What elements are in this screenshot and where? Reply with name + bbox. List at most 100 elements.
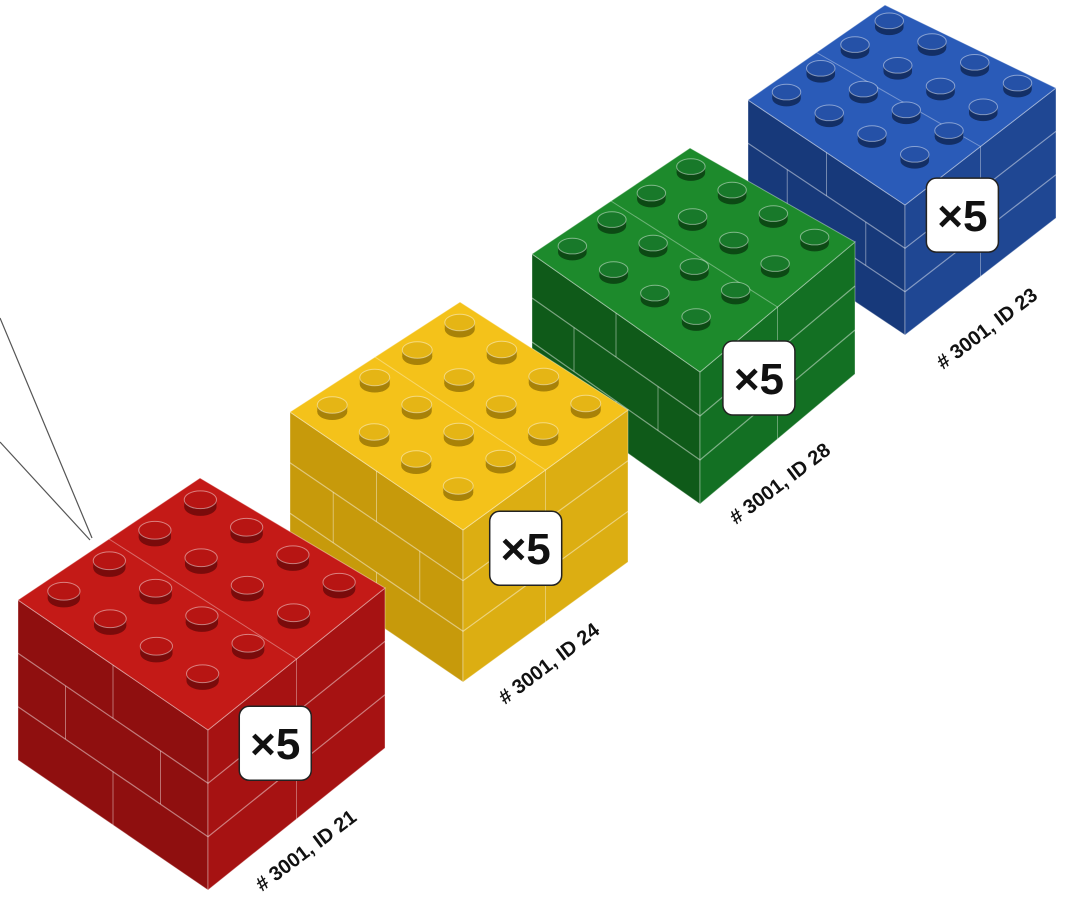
stud-top [528, 423, 558, 439]
brick-stud [960, 54, 989, 76]
brick-stud [841, 37, 870, 59]
stud-top [402, 342, 432, 358]
callout-pointer-lines [0, 318, 92, 540]
stud-top [486, 396, 516, 412]
stud-top [806, 60, 835, 76]
quantity-label-yellow: ×5 [501, 525, 551, 574]
stud-top [486, 450, 516, 466]
brick-stud [900, 146, 929, 168]
stud-top [599, 262, 627, 278]
brick-stud [402, 396, 432, 419]
stud-top [186, 665, 218, 683]
brick-stud [720, 232, 748, 254]
brick-stud [858, 126, 887, 148]
brick-stud [93, 552, 125, 577]
brick-stud [528, 423, 558, 446]
brick-stud [682, 309, 710, 331]
stud-top [231, 576, 263, 594]
brick-stud [926, 78, 955, 100]
stud-top [598, 212, 626, 228]
brick-stud [571, 395, 601, 418]
stud-top [139, 521, 171, 539]
stud-top [487, 341, 517, 357]
stud-top [94, 610, 126, 628]
brick-stud [444, 423, 474, 446]
stud-top [93, 552, 125, 570]
brick-stud [359, 424, 389, 447]
stud-top [140, 637, 172, 655]
callout-line-lower [0, 442, 90, 540]
stud-top [558, 238, 586, 254]
brick-stud [185, 549, 217, 574]
brick-stud [761, 256, 789, 278]
brick-stud [918, 34, 947, 56]
stud-top [185, 549, 217, 567]
brick-stud [443, 478, 473, 501]
stud-top [721, 282, 749, 298]
brick-stud [232, 634, 264, 659]
stud-top [277, 546, 309, 564]
stud-top [900, 146, 929, 162]
brick-stud [815, 105, 844, 127]
stud-top [918, 34, 947, 50]
brick-stud [401, 451, 431, 474]
stud-top [445, 314, 475, 330]
stud-top [641, 285, 669, 301]
stud-top [849, 81, 878, 97]
brick-stud [875, 13, 904, 35]
brick-stud [806, 60, 835, 82]
brick-stud [558, 238, 586, 260]
stud-top [230, 518, 262, 536]
brick-stud [1003, 75, 1032, 97]
brick-stud [935, 123, 964, 145]
brick-stud [800, 229, 828, 251]
brick-stud [94, 610, 126, 635]
stud-top [759, 206, 787, 222]
stud-top [402, 396, 432, 412]
brick-stud [639, 235, 667, 257]
brick-stud [323, 573, 355, 598]
brick-stud [892, 102, 921, 124]
brick-stud [969, 99, 998, 121]
stud-top [680, 259, 708, 275]
stud-top [772, 84, 801, 100]
brick-stud [678, 209, 706, 231]
stud-top [443, 478, 473, 494]
quantity-label-red: ×5 [250, 720, 300, 769]
brick-stud [402, 342, 432, 365]
brick-stud [139, 579, 171, 604]
brick-stud [231, 576, 263, 601]
brick-stud [230, 518, 262, 543]
brick-stud [637, 185, 665, 207]
brick-stud [529, 368, 559, 391]
brick-stud [277, 546, 309, 571]
brick-stud [883, 57, 912, 79]
stud-top [935, 123, 964, 139]
stud-top [682, 309, 710, 325]
brick-stud [641, 285, 669, 307]
brick-stud [598, 212, 626, 234]
brick-stud [599, 262, 627, 284]
brick-stud [139, 521, 171, 546]
brick-stud [680, 259, 708, 281]
stud-top [883, 57, 912, 73]
stud-top [800, 229, 828, 245]
brick-stud [360, 369, 390, 392]
stud-top [360, 369, 390, 385]
stud-top [186, 607, 218, 625]
stud-top [1003, 75, 1032, 91]
stud-top [637, 185, 665, 201]
callout-line-upper [0, 318, 92, 538]
brick-stud [721, 282, 749, 304]
stud-top [841, 37, 870, 53]
brick-stud [277, 604, 309, 629]
brick-stud [486, 450, 516, 473]
stud-top [277, 604, 309, 622]
stud-top [444, 369, 474, 385]
stud-top [184, 491, 216, 509]
stud-top [678, 209, 706, 225]
brick-stud [718, 182, 746, 204]
stud-top [720, 232, 748, 248]
stud-top [317, 397, 347, 413]
brick-stud [140, 637, 172, 662]
